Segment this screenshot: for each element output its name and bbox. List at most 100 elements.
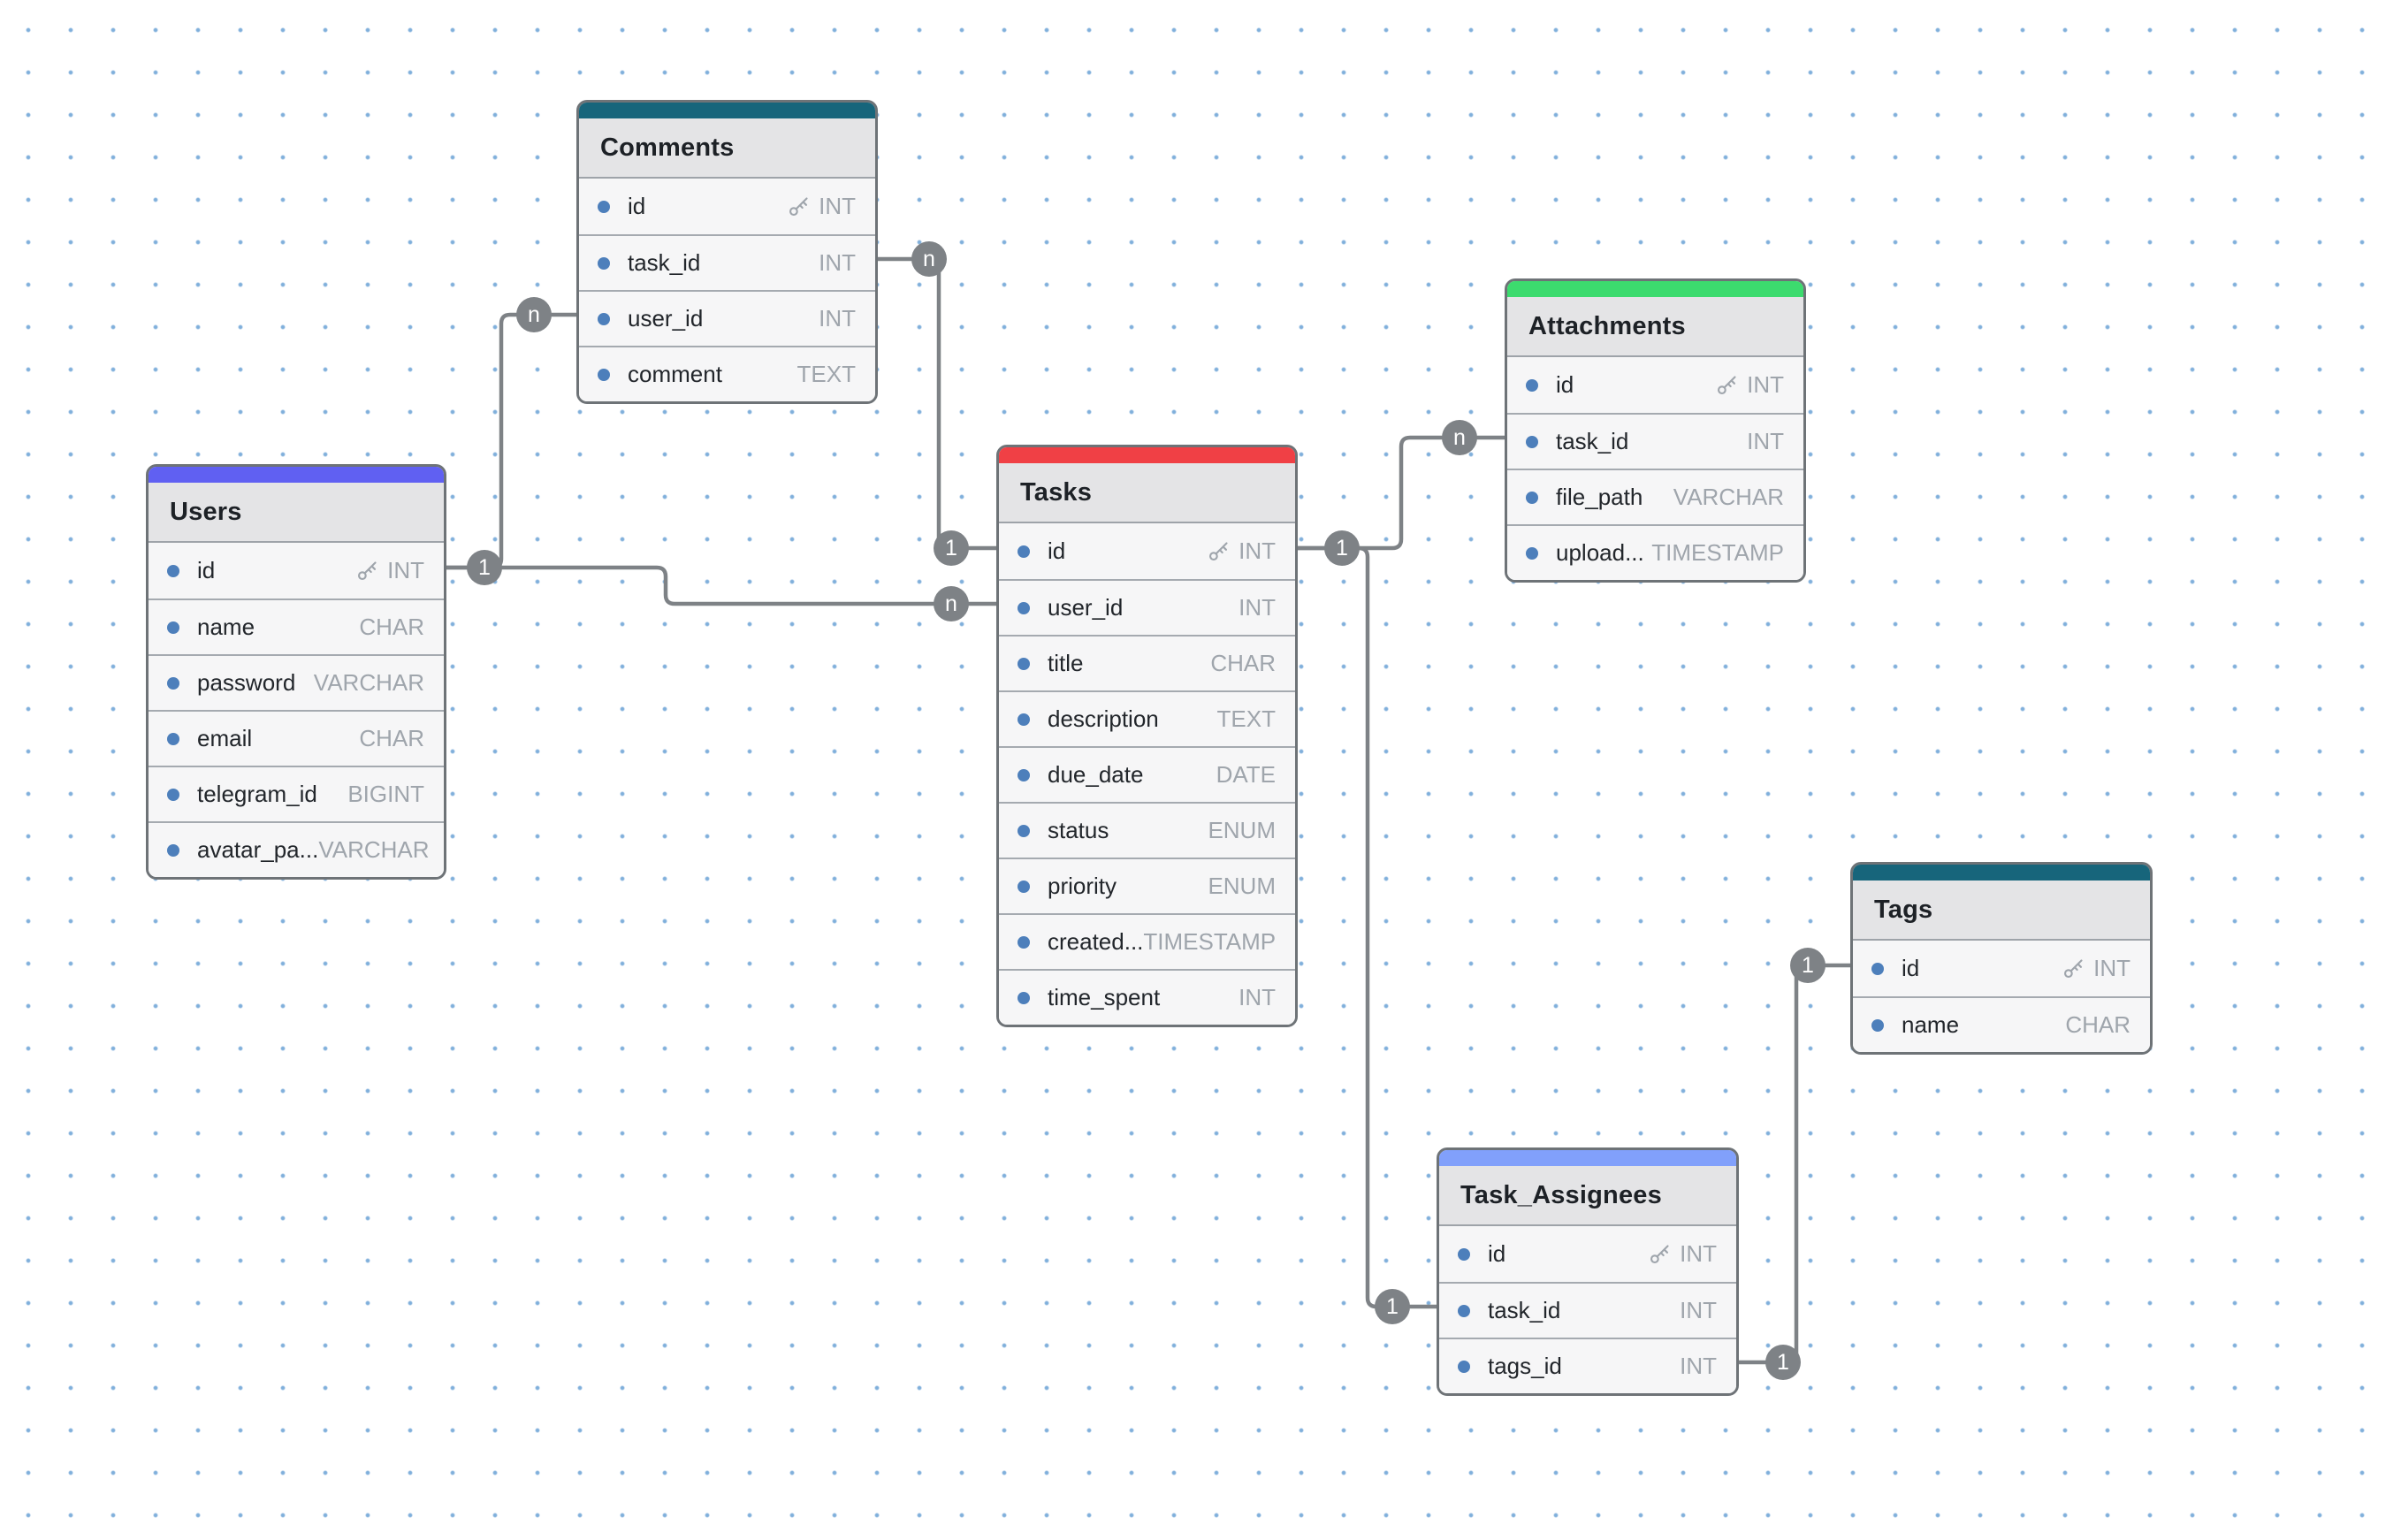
field-type-text: CHAR — [359, 725, 424, 751]
relationship-comments-tasks[interactable] — [878, 256, 996, 551]
field-row[interactable]: id INT — [149, 543, 444, 598]
field-row[interactable]: task_id INT — [1439, 1282, 1736, 1338]
table-accent-strip — [579, 103, 875, 118]
field-row[interactable]: id INT — [1853, 941, 2150, 996]
field-type: VARCHAR — [314, 669, 424, 697]
field-row[interactable]: id INT — [1507, 357, 1803, 413]
field-row[interactable]: id INT — [999, 523, 1295, 579]
field-dot-icon — [598, 368, 610, 381]
field-row[interactable]: created... TIMESTAMP — [999, 913, 1295, 969]
field-type-text: VARCHAR — [313, 669, 424, 696]
field-row[interactable]: upload... TIMESTAMP — [1507, 524, 1803, 580]
field-row[interactable]: telegram_id BIGINT — [149, 766, 444, 821]
key-icon — [1209, 542, 1228, 561]
field-name: password — [197, 669, 296, 696]
field-dot-icon — [1018, 880, 1030, 893]
table-accent-strip — [1853, 865, 2150, 881]
field-dot-icon — [1526, 546, 1538, 560]
field-dot-icon — [1458, 1247, 1470, 1261]
field-row[interactable]: title CHAR — [999, 635, 1295, 690]
field-dot-icon — [1458, 1304, 1470, 1317]
cardinality-badge: 1 — [934, 530, 969, 566]
key-icon — [789, 197, 808, 217]
field-name: id — [628, 193, 646, 219]
field-type-text: INT — [1239, 537, 1276, 564]
field-row[interactable]: password VARCHAR — [149, 654, 444, 710]
field-dot-icon — [1018, 824, 1030, 837]
table-header[interactable]: Tasks — [999, 463, 1295, 523]
table-header[interactable]: Task_Assignees — [1439, 1166, 1736, 1226]
key-icon — [2064, 959, 2083, 979]
field-row[interactable]: name CHAR — [1853, 996, 2150, 1052]
field-row[interactable]: avatar_pa... VARCHAR — [149, 821, 444, 877]
cardinality-badge: 1 — [1324, 530, 1360, 566]
relationship-users-tasks[interactable] — [446, 565, 996, 606]
table-title: Tags — [1874, 895, 1933, 924]
field-row[interactable]: user_id INT — [579, 290, 875, 346]
relationship-users-comments[interactable] — [446, 312, 576, 570]
field-row[interactable]: time_spent INT — [999, 969, 1295, 1025]
field-row[interactable]: description TEXT — [999, 690, 1295, 746]
field-row[interactable]: tags_id INT — [1439, 1338, 1736, 1393]
field-type: INT — [1680, 1353, 1717, 1380]
field-row[interactable]: priority ENUM — [999, 858, 1295, 913]
field-type: INT — [819, 249, 856, 277]
field-type: VARCHAR — [318, 836, 429, 864]
field-row[interactable]: user_id INT — [999, 579, 1295, 635]
field-dot-icon — [1871, 962, 1884, 975]
table-attachments[interactable]: Attachments id INT task_id INT file_path… — [1505, 278, 1806, 583]
field-name: time_spent — [1048, 984, 1161, 1010]
field-type: TIMESTAMP — [1143, 928, 1276, 956]
table-users[interactable]: Users id INT name CHAR password VARCHAR … — [146, 464, 446, 880]
field-row[interactable]: comment TEXT — [579, 346, 875, 401]
field-type: DATE — [1216, 761, 1276, 789]
table-title: Task_Assignees — [1460, 1180, 1662, 1209]
field-row[interactable]: status ENUM — [999, 802, 1295, 858]
field-name: id — [1048, 537, 1066, 564]
table-header[interactable]: Attachments — [1507, 297, 1803, 357]
relationship-tasks-taskassignees[interactable] — [1298, 545, 1437, 1309]
field-row[interactable]: file_path VARCHAR — [1507, 469, 1803, 524]
relationship-tags-taskassignees[interactable] — [1739, 963, 1850, 1365]
field-name: tags_id — [1488, 1353, 1562, 1379]
field-name: title — [1048, 650, 1084, 676]
field-type: INT — [819, 305, 856, 332]
table-header[interactable]: Comments — [579, 118, 875, 179]
table-accent-strip — [1439, 1150, 1736, 1166]
field-type: CHAR — [359, 725, 424, 752]
field-row[interactable]: name CHAR — [149, 598, 444, 654]
field-row[interactable]: id INT — [579, 179, 875, 234]
table-task-assignees[interactable]: Task_Assignees id INT task_id INT tags_i… — [1437, 1147, 1739, 1396]
field-type-text: ENUM — [1208, 873, 1276, 899]
field-type: INT — [2062, 955, 2130, 982]
field-name: name — [197, 614, 255, 640]
table-tasks[interactable]: Tasks id INT user_id INT title CHAR desc… — [996, 445, 1298, 1027]
field-row[interactable]: due_date DATE — [999, 746, 1295, 802]
table-header[interactable]: Users — [149, 483, 444, 543]
field-type: INT — [355, 557, 424, 584]
field-type: INT — [787, 193, 856, 220]
field-name: priority — [1048, 873, 1117, 899]
field-row[interactable]: task_id INT — [579, 234, 875, 290]
field-dot-icon — [167, 621, 179, 634]
field-dot-icon — [1018, 545, 1030, 558]
field-type-text: TIMESTAMP — [1143, 928, 1277, 955]
field-type-text: VARCHAR — [1673, 484, 1784, 510]
table-comments[interactable]: Comments id INT task_id INT user_id INT … — [576, 100, 878, 404]
table-header[interactable]: Tags — [1853, 881, 2150, 941]
table-accent-strip — [149, 467, 444, 483]
table-tags[interactable]: Tags id INT name CHAR — [1850, 862, 2153, 1055]
field-name: id — [1488, 1240, 1506, 1267]
field-name: comment — [628, 361, 722, 387]
field-row[interactable]: task_id INT — [1507, 413, 1803, 469]
relationship-tasks-attachments[interactable] — [1298, 435, 1505, 551]
field-name: status — [1048, 817, 1109, 843]
field-name: avatar_pa... — [197, 836, 319, 863]
field-row[interactable]: id INT — [1439, 1226, 1736, 1282]
field-type-text: INT — [1680, 1297, 1717, 1323]
field-type: TIMESTAMP — [1651, 539, 1784, 567]
field-type: CHAR — [2065, 1011, 2130, 1039]
field-type-text: CHAR — [2065, 1011, 2130, 1038]
field-row[interactable]: email CHAR — [149, 710, 444, 766]
